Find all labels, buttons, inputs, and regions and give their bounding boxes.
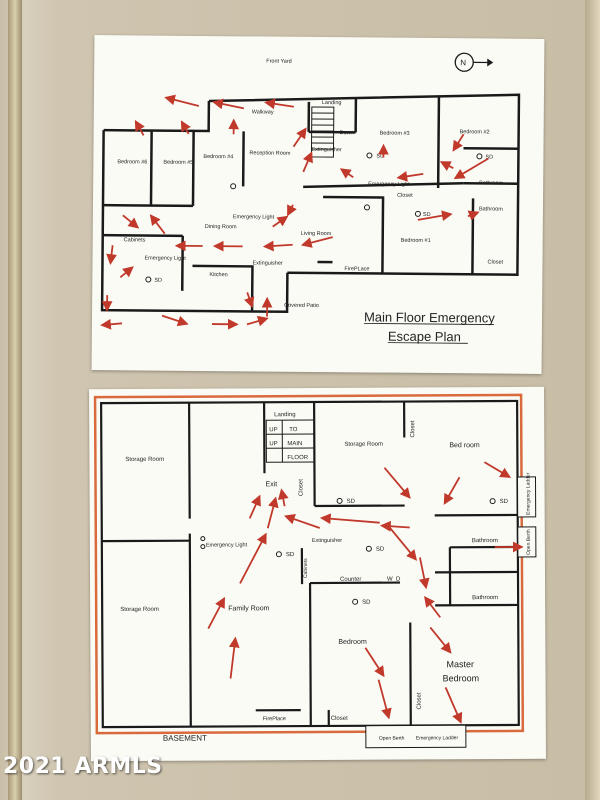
emergency-ladder-label-1: Emergency Ladder <box>525 472 531 515</box>
emergency-light-label: Emergency Light <box>206 542 248 548</box>
emergency-light-label-2: Emergency Light <box>233 214 275 220</box>
basement-label: BASEMENT <box>163 734 207 743</box>
main-label: MAIN <box>287 441 302 447</box>
smoke-detector-icons <box>200 497 496 605</box>
side-ladder-boxes <box>365 476 537 749</box>
smoke-detector-label: SD <box>376 154 384 160</box>
main-floor-walls <box>100 93 521 313</box>
fireplace-label: FirePLace <box>344 266 369 272</box>
title-line-2: Escape Plan <box>388 329 461 345</box>
main-floor-stairs <box>310 106 335 158</box>
open-berth-label-2: Open Berth <box>379 736 405 742</box>
main-floor-escape-arrows <box>100 94 489 330</box>
emergency-light-label-1: Emergency Light <box>368 181 410 187</box>
dining-room-label: Dining Room <box>205 224 237 230</box>
smoke-detector-label: SD <box>286 552 295 558</box>
storage-room-label-2: Storage Room <box>120 607 159 613</box>
open-berth-label-1: Open Berth <box>526 529 532 555</box>
bathroom-label-2: Bathroom <box>479 206 503 212</box>
kitchen-label: Kitchen <box>209 272 227 278</box>
bedroom3-label: Bedroom #3 <box>380 131 410 137</box>
main-label-up: UP <box>269 441 277 447</box>
front-yard-label: Front Yard <box>266 59 292 65</box>
bedroom5-label: Bedroom #5 <box>163 160 193 166</box>
closet-label-1: Closet <box>299 479 305 496</box>
basement-escape-arrows <box>207 461 524 724</box>
up-label: UP <box>269 427 277 433</box>
master-label: Master <box>446 659 474 669</box>
smoke-detector-label: SD <box>485 154 493 160</box>
bedroom1-label: Bedroom #1 <box>401 238 431 244</box>
smoke-detector-label: SD <box>376 547 385 553</box>
main-floor-plan-sheet: Front Yard N Walkway Landing Down Bedroo… <box>91 35 545 374</box>
extinguisher-label-1: Extinguisher <box>311 147 341 153</box>
frame-right-edge <box>585 0 600 800</box>
smoke-detector-label: SD <box>362 600 371 606</box>
smoke-detector-label: SD <box>154 278 162 284</box>
main-floor-title: Main Floor Emergency Escape Plan <box>364 309 495 345</box>
closet-label-4: Closet <box>417 692 423 709</box>
copyright-watermark: 2021 ARMLS <box>3 754 163 779</box>
living-room-label: Living Room <box>301 231 332 237</box>
bathroom-label-1: Bathroom <box>472 538 498 544</box>
to-label: TO <box>289 427 298 433</box>
bathroom-label-2: Bathroom <box>472 595 498 601</box>
landing-label: Landing <box>274 412 295 418</box>
basement-stairs <box>265 419 315 463</box>
smoke-detector-label: SD <box>500 499 509 505</box>
extinguisher-label-2: Extinguisher <box>252 260 282 266</box>
compass-north-label: N <box>460 58 466 67</box>
smoke-detector-icons <box>145 152 483 283</box>
basement-plan-diagram: Storage Room Storage Room Storage Room L… <box>93 393 537 749</box>
closet-label-3: Closet <box>331 716 348 722</box>
bedroom4-label: Bedroom #4 <box>203 154 233 160</box>
emergency-light-label-3: Emergency Light <box>144 255 186 261</box>
storage-room-label-3: Storage Room <box>344 442 383 448</box>
closet-label-2: Closet <box>410 420 416 437</box>
down-label: Down <box>340 130 354 136</box>
family-room-label: Family Room <box>228 605 269 612</box>
walkway-label: Walkway <box>252 109 274 115</box>
basement-plan-sheet: Storage Room Storage Room Storage Room L… <box>89 386 546 762</box>
frame-left-edge <box>8 0 22 800</box>
counter-label: Counter <box>340 577 361 583</box>
cabinets-label: Cabinets <box>124 237 146 243</box>
bedroom-label-2: Bedroom <box>338 639 367 646</box>
closet-label: Closet <box>397 193 413 199</box>
basement-border <box>93 393 525 735</box>
bedroom6-label: Bedroom #6 <box>117 159 147 165</box>
reception-room-label: Reception Room <box>249 150 290 156</box>
smoke-detector-label: SD <box>347 499 356 505</box>
floor-label: FLOOR <box>287 455 308 461</box>
main-floor-plan-diagram: Front Yard N Walkway Landing Down Bedroo… <box>100 52 521 345</box>
dryer-label: D <box>396 577 401 583</box>
cabinets-label: Cabinets <box>303 558 309 578</box>
extinguisher-label: Extinguisher <box>312 538 342 544</box>
smoke-detector-label: SD <box>423 212 431 218</box>
bedroom2-label: Bedroom #2 <box>460 129 490 135</box>
washer-label: W <box>387 577 393 583</box>
closet-label-2: Closet <box>487 259 503 265</box>
bedroom-label: Bed room <box>449 442 480 449</box>
landing-label: Landing <box>322 100 342 106</box>
bathroom-label-1: Bathroom <box>479 180 503 186</box>
compass-icon <box>454 52 494 72</box>
emergency-ladder-label-2: Emergency Ladder <box>416 735 459 741</box>
exit-label: Exit <box>266 481 278 488</box>
title-line-1: Main Floor Emergency <box>364 309 495 325</box>
covered-patio-label: Covered Patio <box>284 303 319 309</box>
storage-room-label-1: Storage Room <box>125 457 164 463</box>
fireplace-label: FirePlace <box>263 716 286 722</box>
master-bedroom-label: Bedroom <box>443 673 480 683</box>
